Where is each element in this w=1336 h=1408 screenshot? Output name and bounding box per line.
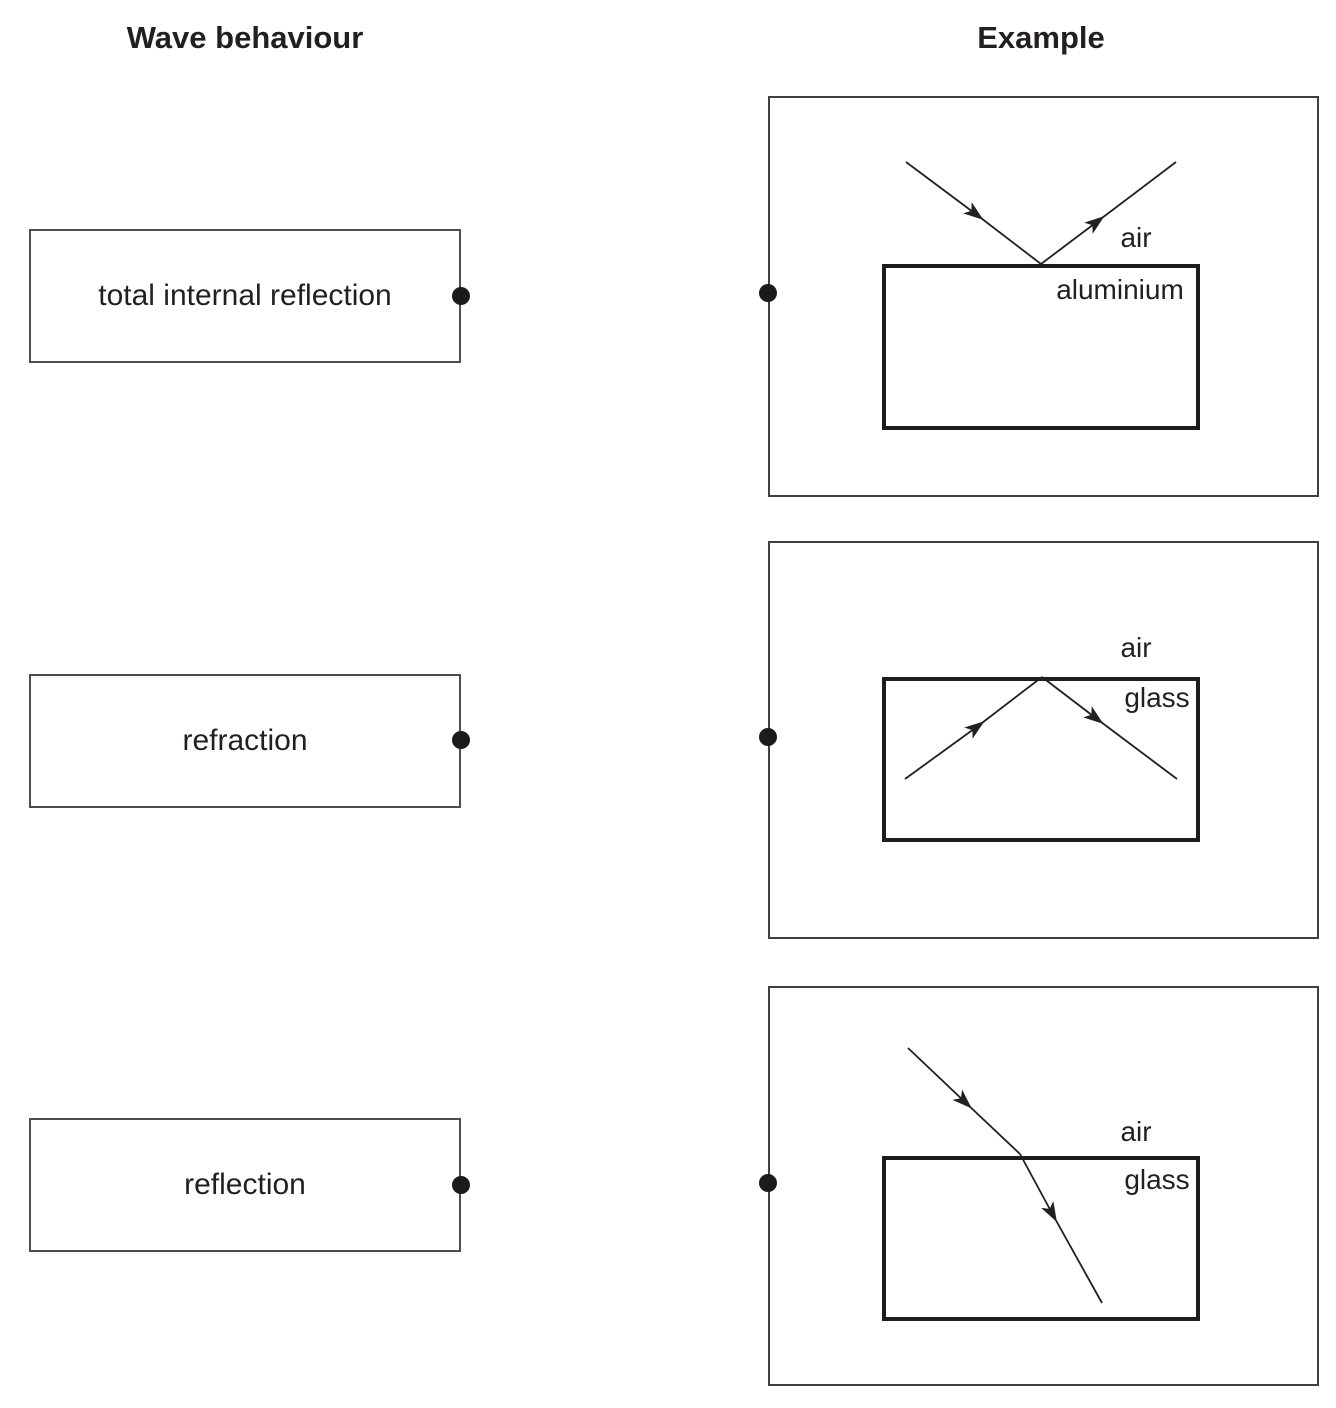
glass-label-example-2: glass — [1124, 682, 1190, 713]
behaviour-label: reflection — [184, 1168, 306, 1201]
example-column-header: Example — [977, 20, 1105, 55]
connector-dot-behaviour-1[interactable] — [452, 287, 470, 305]
behaviour-box-refraction: refraction — [29, 674, 461, 808]
connector-dot-behaviour-3[interactable] — [452, 1176, 470, 1194]
glass-label-example-3: glass — [1124, 1164, 1190, 1195]
air-label-example-2: air — [1120, 632, 1152, 663]
wave-behaviour-column-header: Wave behaviour — [126, 20, 364, 55]
behaviour-label: total internal reflection — [98, 279, 392, 312]
behaviour-label: refraction — [182, 724, 308, 757]
connector-dot-example-2[interactable] — [759, 728, 777, 746]
air-label-example-3: air — [1120, 1116, 1152, 1147]
air-label-example-1: air — [1120, 222, 1152, 253]
aluminium-label-example-1: aluminium — [1056, 274, 1184, 305]
aluminium-block — [882, 264, 1200, 430]
connector-dot-behaviour-2[interactable] — [452, 731, 470, 749]
connector-dot-example-3[interactable] — [759, 1174, 777, 1192]
connector-dot-example-1[interactable] — [759, 284, 777, 302]
behaviour-box-reflection: reflection — [29, 1118, 461, 1252]
behaviour-box-total-internal-reflection: total internal reflection — [29, 229, 461, 363]
